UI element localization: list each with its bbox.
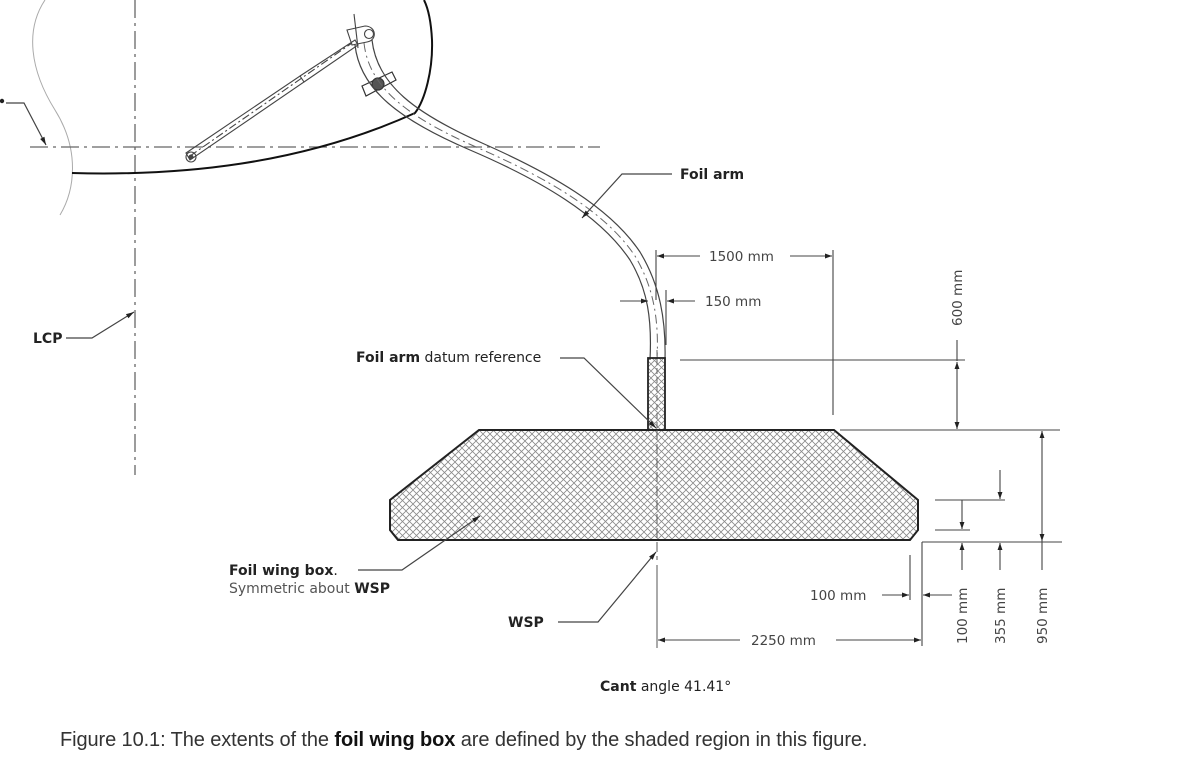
hull-section-curve	[32, 0, 73, 216]
leader-wsp: WSP	[508, 551, 657, 631]
label-foil-wing-box: Foil wing box.	[229, 563, 338, 579]
dim-label-600: 600 mm	[950, 270, 966, 326]
dimension-1500	[655, 250, 834, 415]
foil-arm	[354, 39, 666, 361]
leader-top-left	[6, 102, 47, 146]
figure-caption: Figure 10.1: The extents of the foil win…	[60, 729, 868, 751]
label-lcp: LCP	[33, 331, 62, 347]
label-wsp: WSP	[508, 615, 544, 631]
leader-datum-reference: Foil arm datum reference	[356, 350, 657, 429]
label-datum-reference: Foil arm datum reference	[356, 350, 541, 366]
actuator-ram	[185, 13, 375, 163]
dimension-600	[680, 340, 1060, 431]
leader-lcp: LCP	[33, 311, 135, 347]
label-cant-angle: Cant angle 41.41°	[600, 679, 731, 695]
label-symmetric-about: Symmetric about WSP	[229, 581, 390, 597]
dim-label-950: 950 mm	[1035, 588, 1051, 644]
leader-foil-arm: Foil arm	[581, 167, 744, 219]
dimension-355	[921, 470, 1062, 646]
dim-label-355: 355 mm	[993, 588, 1009, 644]
dimension-h100	[882, 555, 952, 600]
dim-label-1500: 1500 mm	[709, 249, 774, 265]
dim-label-2250: 2250 mm	[751, 633, 816, 649]
dimension-v100	[935, 499, 1005, 570]
dim-label-h100: 100 mm	[810, 588, 866, 604]
hull-bottom-outline	[71, 0, 434, 175]
dim-label-150: 150 mm	[705, 294, 761, 310]
foil-wing-box-shape	[389, 429, 919, 541]
dimension-150	[620, 290, 695, 345]
dim-label-v100: 100 mm	[955, 588, 971, 644]
label-foil-arm: Foil arm	[680, 167, 744, 183]
leader-foil-wing-box: Foil wing box. Symmetric about WSP	[229, 515, 481, 597]
bearing-clamp	[361, 71, 397, 97]
